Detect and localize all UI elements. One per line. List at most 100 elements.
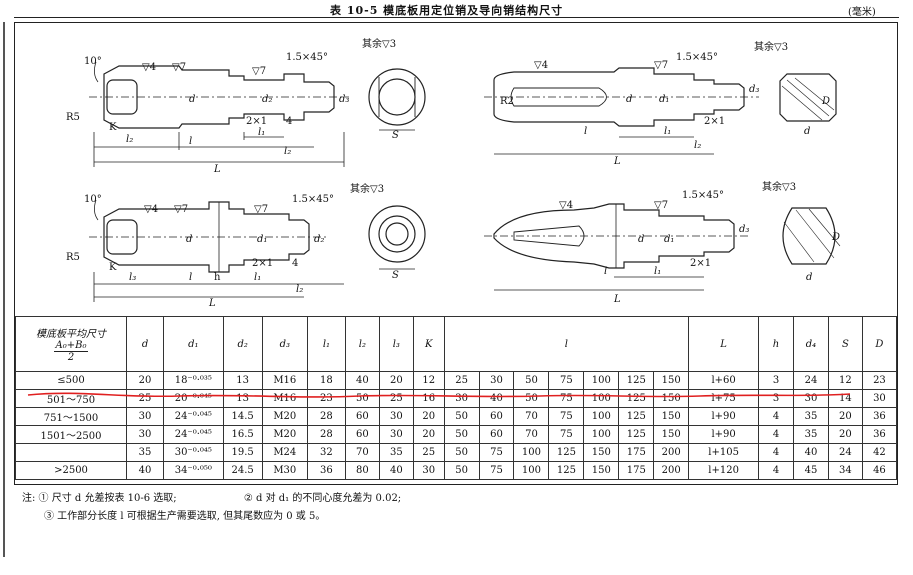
pin-drawings: 10° ▽4 ▽7 ▽7 1.5×45° 其余▽3 R5 K d d₂ d₃ 2…: [66, 37, 841, 309]
label-l1-2: l₁: [664, 126, 671, 137]
top-rule: [14, 17, 899, 18]
label-l-1: l: [189, 136, 192, 147]
label-l-2: l: [584, 126, 587, 137]
label-rest-finish-4: 其余▽3: [762, 180, 796, 193]
label-chamfer-1: 1.5×45°: [286, 52, 328, 63]
label-chamfer-4: 1.5×45°: [682, 190, 724, 201]
label-d-1: d: [189, 94, 195, 105]
label-four-3: 4: [292, 258, 298, 269]
label-k-1: K: [109, 122, 117, 133]
label-chamfer-2: 1.5×45°: [676, 52, 718, 63]
label-finish7-1: ▽7: [172, 62, 186, 73]
table-title: 表 10-5 模底板用定位销及导向销结构尺寸: [330, 4, 564, 17]
label-d-4b: d: [806, 272, 812, 283]
note-2: ② d 对 d₁ 的不同心度允差为 0.02;: [243, 493, 402, 504]
label-l2-1b: l₂: [284, 146, 291, 157]
label-finish4-1: ▽4: [142, 62, 156, 73]
label-angle-1: 10°: [84, 56, 102, 67]
label-s-1: S: [392, 130, 399, 141]
label-rest-finish-3: 其余▽3: [350, 182, 384, 195]
cell-d4: 45: [793, 461, 829, 480]
label-r2: R2: [500, 96, 514, 107]
cell-D: 42: [861, 443, 898, 462]
label-l2-3: l₂: [296, 284, 303, 295]
label-chamfer-3: 1.5×45°: [292, 194, 334, 205]
label-rest-finish-2: 其余▽3: [754, 40, 788, 53]
label-d-4: d: [638, 234, 644, 245]
cell-l3: 40: [378, 461, 414, 480]
notes: 注: ① 尺寸 d 允差按表 10-6 选取; ② d 对 d₁ 的不同心度允差…: [22, 490, 405, 526]
cell-d3: M20: [261, 407, 308, 426]
label-groove-2: 2×1: [704, 116, 725, 127]
note-3: ③ 工作部分长度 l 可根据生产需要选取, 但其尾数应为 0 或 5。: [44, 511, 326, 522]
drawing-locating-pin-b: [89, 199, 344, 302]
drawing-guide-pin-b: [484, 203, 749, 291]
label-finish4-2: ▽4: [534, 60, 548, 71]
note-1: 注: ① 尺寸 d 允差按表 10-6 选取;: [22, 493, 177, 504]
label-D-2: D: [821, 96, 830, 107]
label-finish7-3b: ▽7: [254, 204, 268, 215]
label-finish7-4: ▽7: [654, 200, 668, 211]
label-four-1: 4: [286, 116, 292, 127]
header-d1: d₁: [163, 316, 224, 372]
cell-L: l+120: [688, 461, 760, 480]
header-d: d: [126, 316, 165, 372]
label-r5-3: R5: [66, 252, 80, 263]
label-l-3: l: [189, 272, 192, 283]
label-L-3: L: [208, 298, 216, 309]
label-d-3: d: [186, 234, 192, 245]
cell-d: 35: [126, 443, 165, 462]
label-l1-4: l₁: [654, 266, 661, 277]
drawing-locating-pin-a: [89, 61, 349, 167]
header-size: 模底板平均尺寸 A₀+B₀ 2: [14, 316, 128, 372]
header-size-num: A₀+B₀: [53, 340, 89, 352]
label-finish4-3: ▽4: [144, 204, 158, 215]
label-l1-1: l₁: [258, 127, 265, 138]
cell-D: 46: [861, 461, 898, 480]
label-d1-4: d₁: [664, 234, 674, 245]
end-view-3: [368, 205, 426, 270]
label-d3-1: d₃: [339, 94, 349, 105]
drawing-guide-pin-a: [484, 67, 759, 155]
header-size-den: 2: [67, 352, 75, 363]
label-l2-1: l₂: [126, 134, 133, 145]
cell-l2: 80: [344, 461, 380, 480]
label-groove-3: 2×1: [252, 258, 273, 269]
label-finish7-1b: ▽7: [252, 66, 266, 77]
label-rest-finish-1: 其余▽3: [362, 37, 396, 50]
cell-d3: M30: [261, 461, 308, 480]
label-L-1: L: [213, 164, 221, 175]
cell-l-3: 125: [548, 461, 585, 480]
label-finish7-3: ▽7: [174, 204, 188, 215]
cell-d: 30: [126, 407, 165, 426]
section-view-2: [779, 73, 837, 122]
label-l3-3: l₃: [129, 272, 136, 283]
label-l1-3: l₁: [254, 272, 261, 283]
label-d-2b: d: [804, 126, 810, 137]
cell-d: 40: [126, 461, 165, 480]
dimension-table: 模底板平均尺寸 A₀+B₀ 2 d d₁ d₂ d₃ l₁ l₂ l₃ K l …: [14, 316, 898, 480]
cell-l1: 36: [306, 461, 346, 480]
end-view-1: [368, 68, 426, 131]
header-L: L: [688, 316, 760, 372]
unit-label: (毫米): [848, 7, 876, 18]
label-L-2: L: [613, 156, 621, 167]
label-k-3: K: [109, 262, 117, 273]
label-d1-2: d₁: [659, 94, 669, 105]
header-l2: l₂: [344, 316, 380, 372]
label-h-3: h: [214, 272, 221, 283]
header-l3: l₃: [378, 316, 414, 372]
label-r5-1: R5: [66, 112, 80, 123]
label-s-3: S: [392, 270, 399, 281]
label-L-4: L: [613, 294, 621, 305]
label-D-4: D: [831, 232, 840, 243]
label-l2-2: l₂: [694, 140, 701, 151]
label-d2-3: d₂: [314, 234, 324, 245]
left-border-line: [3, 22, 5, 557]
label-finish4-4: ▽4: [559, 200, 573, 211]
